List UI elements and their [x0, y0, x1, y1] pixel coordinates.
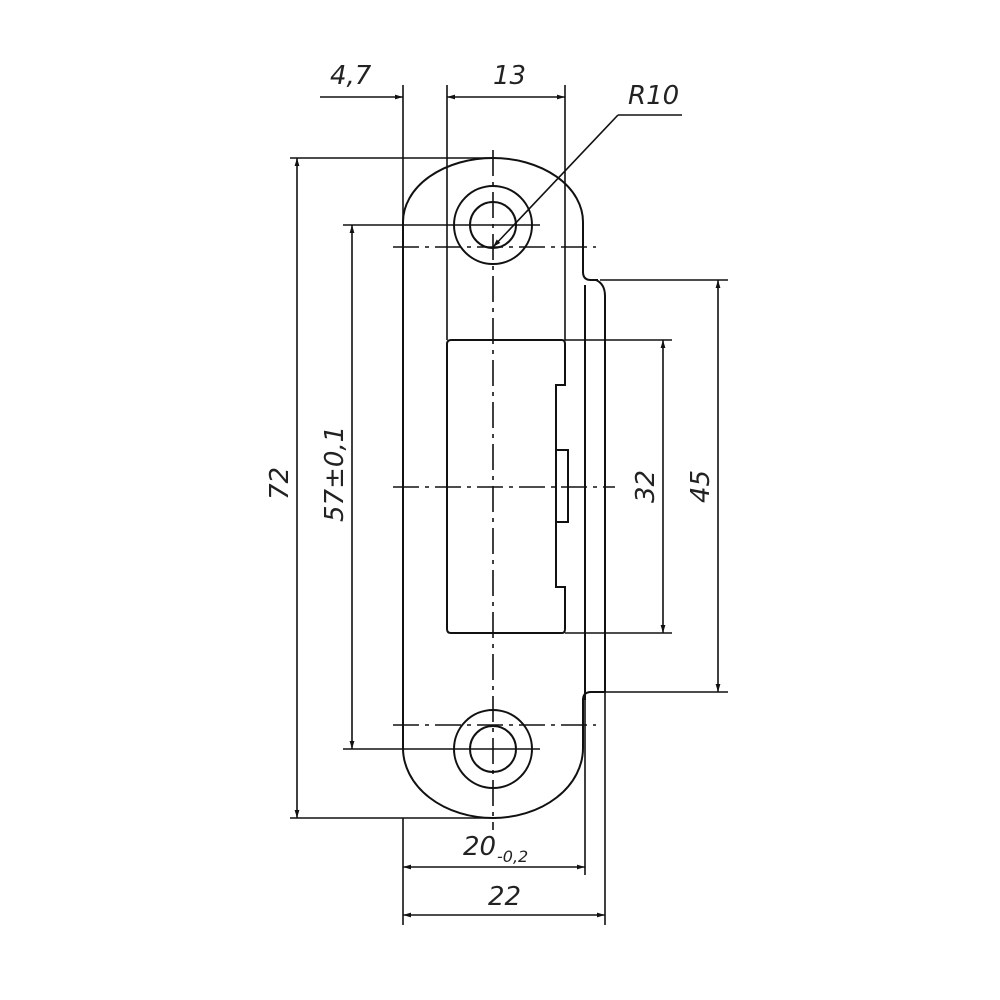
dim-20-tolerance: -0,2: [497, 847, 528, 866]
dim-4-7: 4,7: [330, 61, 372, 91]
extension-lines: [290, 85, 728, 925]
center-lines: [393, 150, 615, 830]
dim-57: 57±0,1: [320, 426, 350, 522]
dim-r10: R10: [628, 81, 679, 111]
dim-22: 22: [488, 882, 521, 912]
dim-72: 72: [265, 467, 295, 500]
dim-45: 45: [686, 470, 716, 503]
dimension-lines: [294, 94, 721, 918]
latch-opening: [446, 339, 569, 634]
dim-20: 20: [463, 832, 496, 862]
dim-13: 13: [493, 61, 526, 91]
plate-outline: [402, 157, 606, 819]
dim-32: 32: [631, 470, 661, 503]
